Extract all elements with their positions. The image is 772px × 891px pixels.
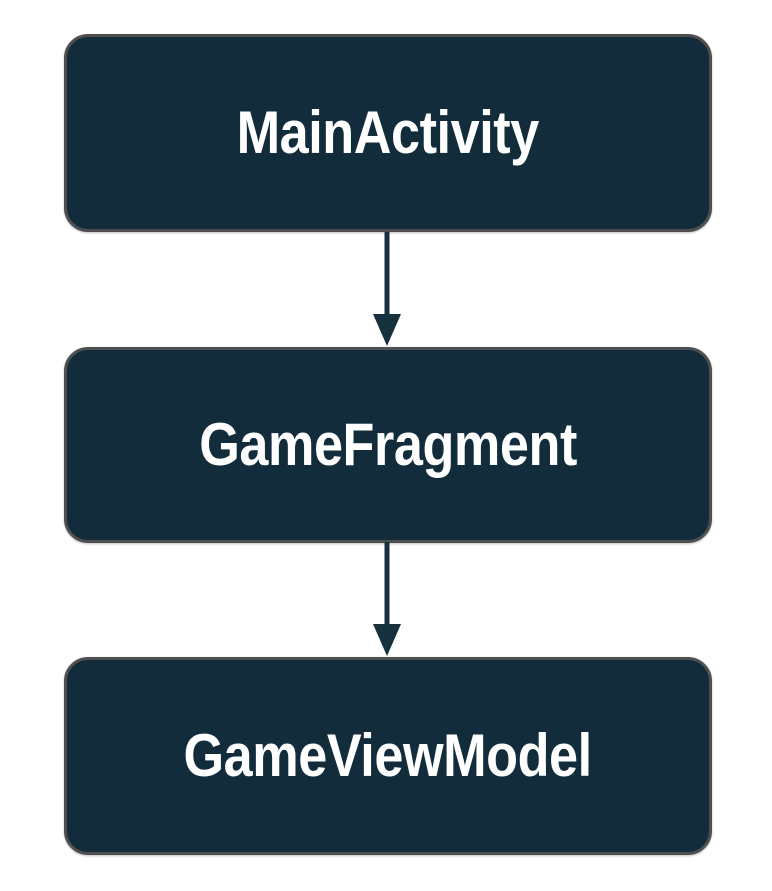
- node-game-fragment: GameFragment: [64, 347, 712, 543]
- node-game-fragment-label: GameFragment: [199, 411, 577, 478]
- node-main-activity: MainActivity: [64, 34, 712, 232]
- node-game-view-model-label: GameViewModel: [183, 722, 593, 789]
- node-game-view-model: GameViewModel: [64, 657, 712, 855]
- arrow-down-icon: [373, 232, 401, 346]
- arrow-down-icon: [373, 542, 401, 656]
- node-main-activity-label: MainActivity: [236, 99, 540, 166]
